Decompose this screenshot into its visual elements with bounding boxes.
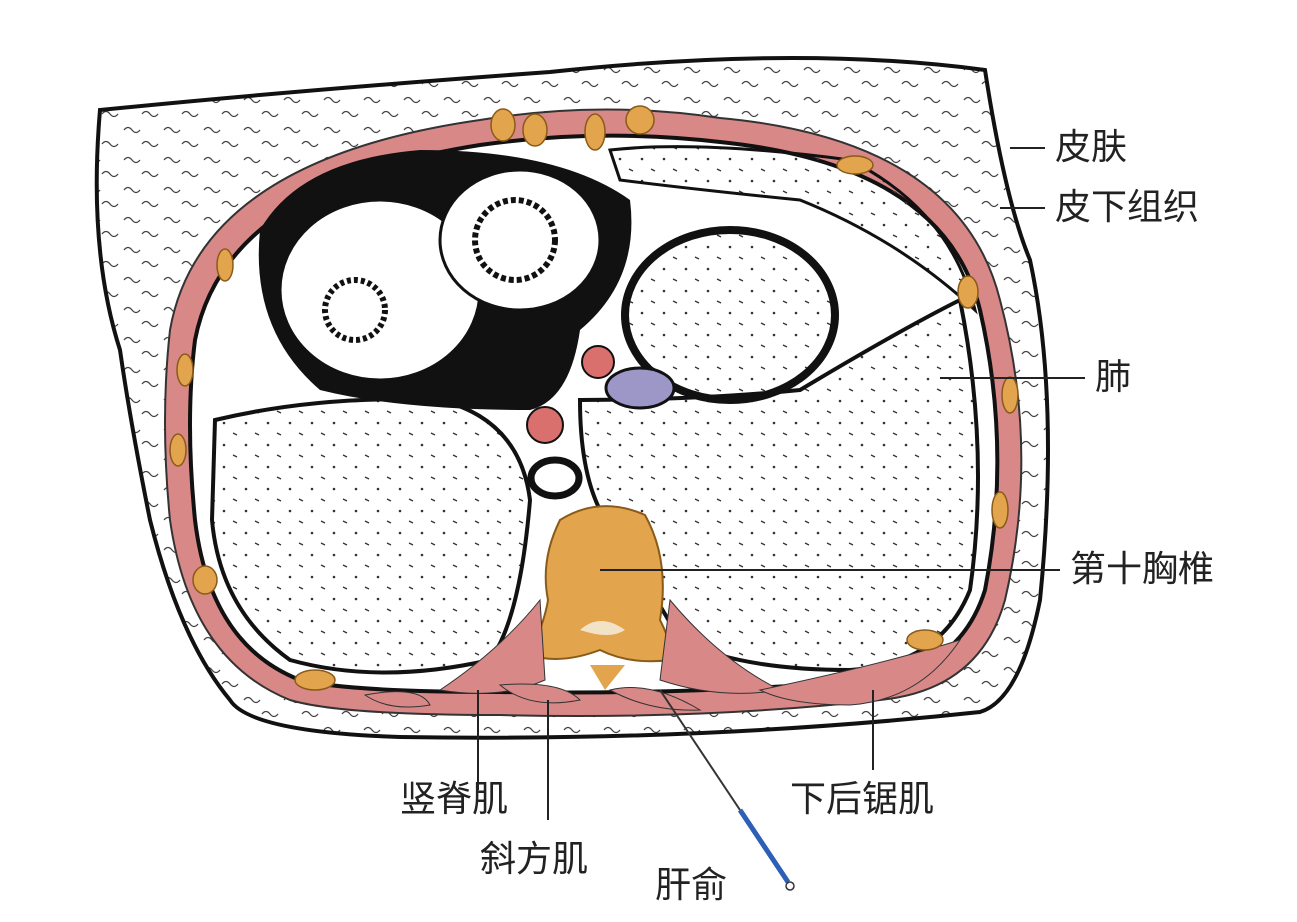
label-serratus: 下后锯肌 [790,779,935,820]
serratus-muscle [758,639,962,706]
vena-cava [604,366,676,410]
label-subcutaneous: 皮下组织 [1055,187,1200,228]
trapezius-muscle [363,683,702,711]
esophagus [527,456,583,500]
lung-left [209,397,533,675]
label-skin: 皮肤 [1055,127,1128,168]
acupuncture-needle [659,689,741,811]
aorta [581,345,615,379]
label-lung: 肺 [1095,357,1132,398]
label-vertebra: 第十胸椎 [1070,549,1215,590]
leader-lines [477,147,1085,820]
label-trapezius: 斜方肌 [480,839,589,880]
ribs [169,105,1019,691]
label-erector-spinae: 竖脊肌 [400,779,509,820]
vertebra [528,505,673,663]
label-acupoint: 肝俞 [655,865,728,906]
